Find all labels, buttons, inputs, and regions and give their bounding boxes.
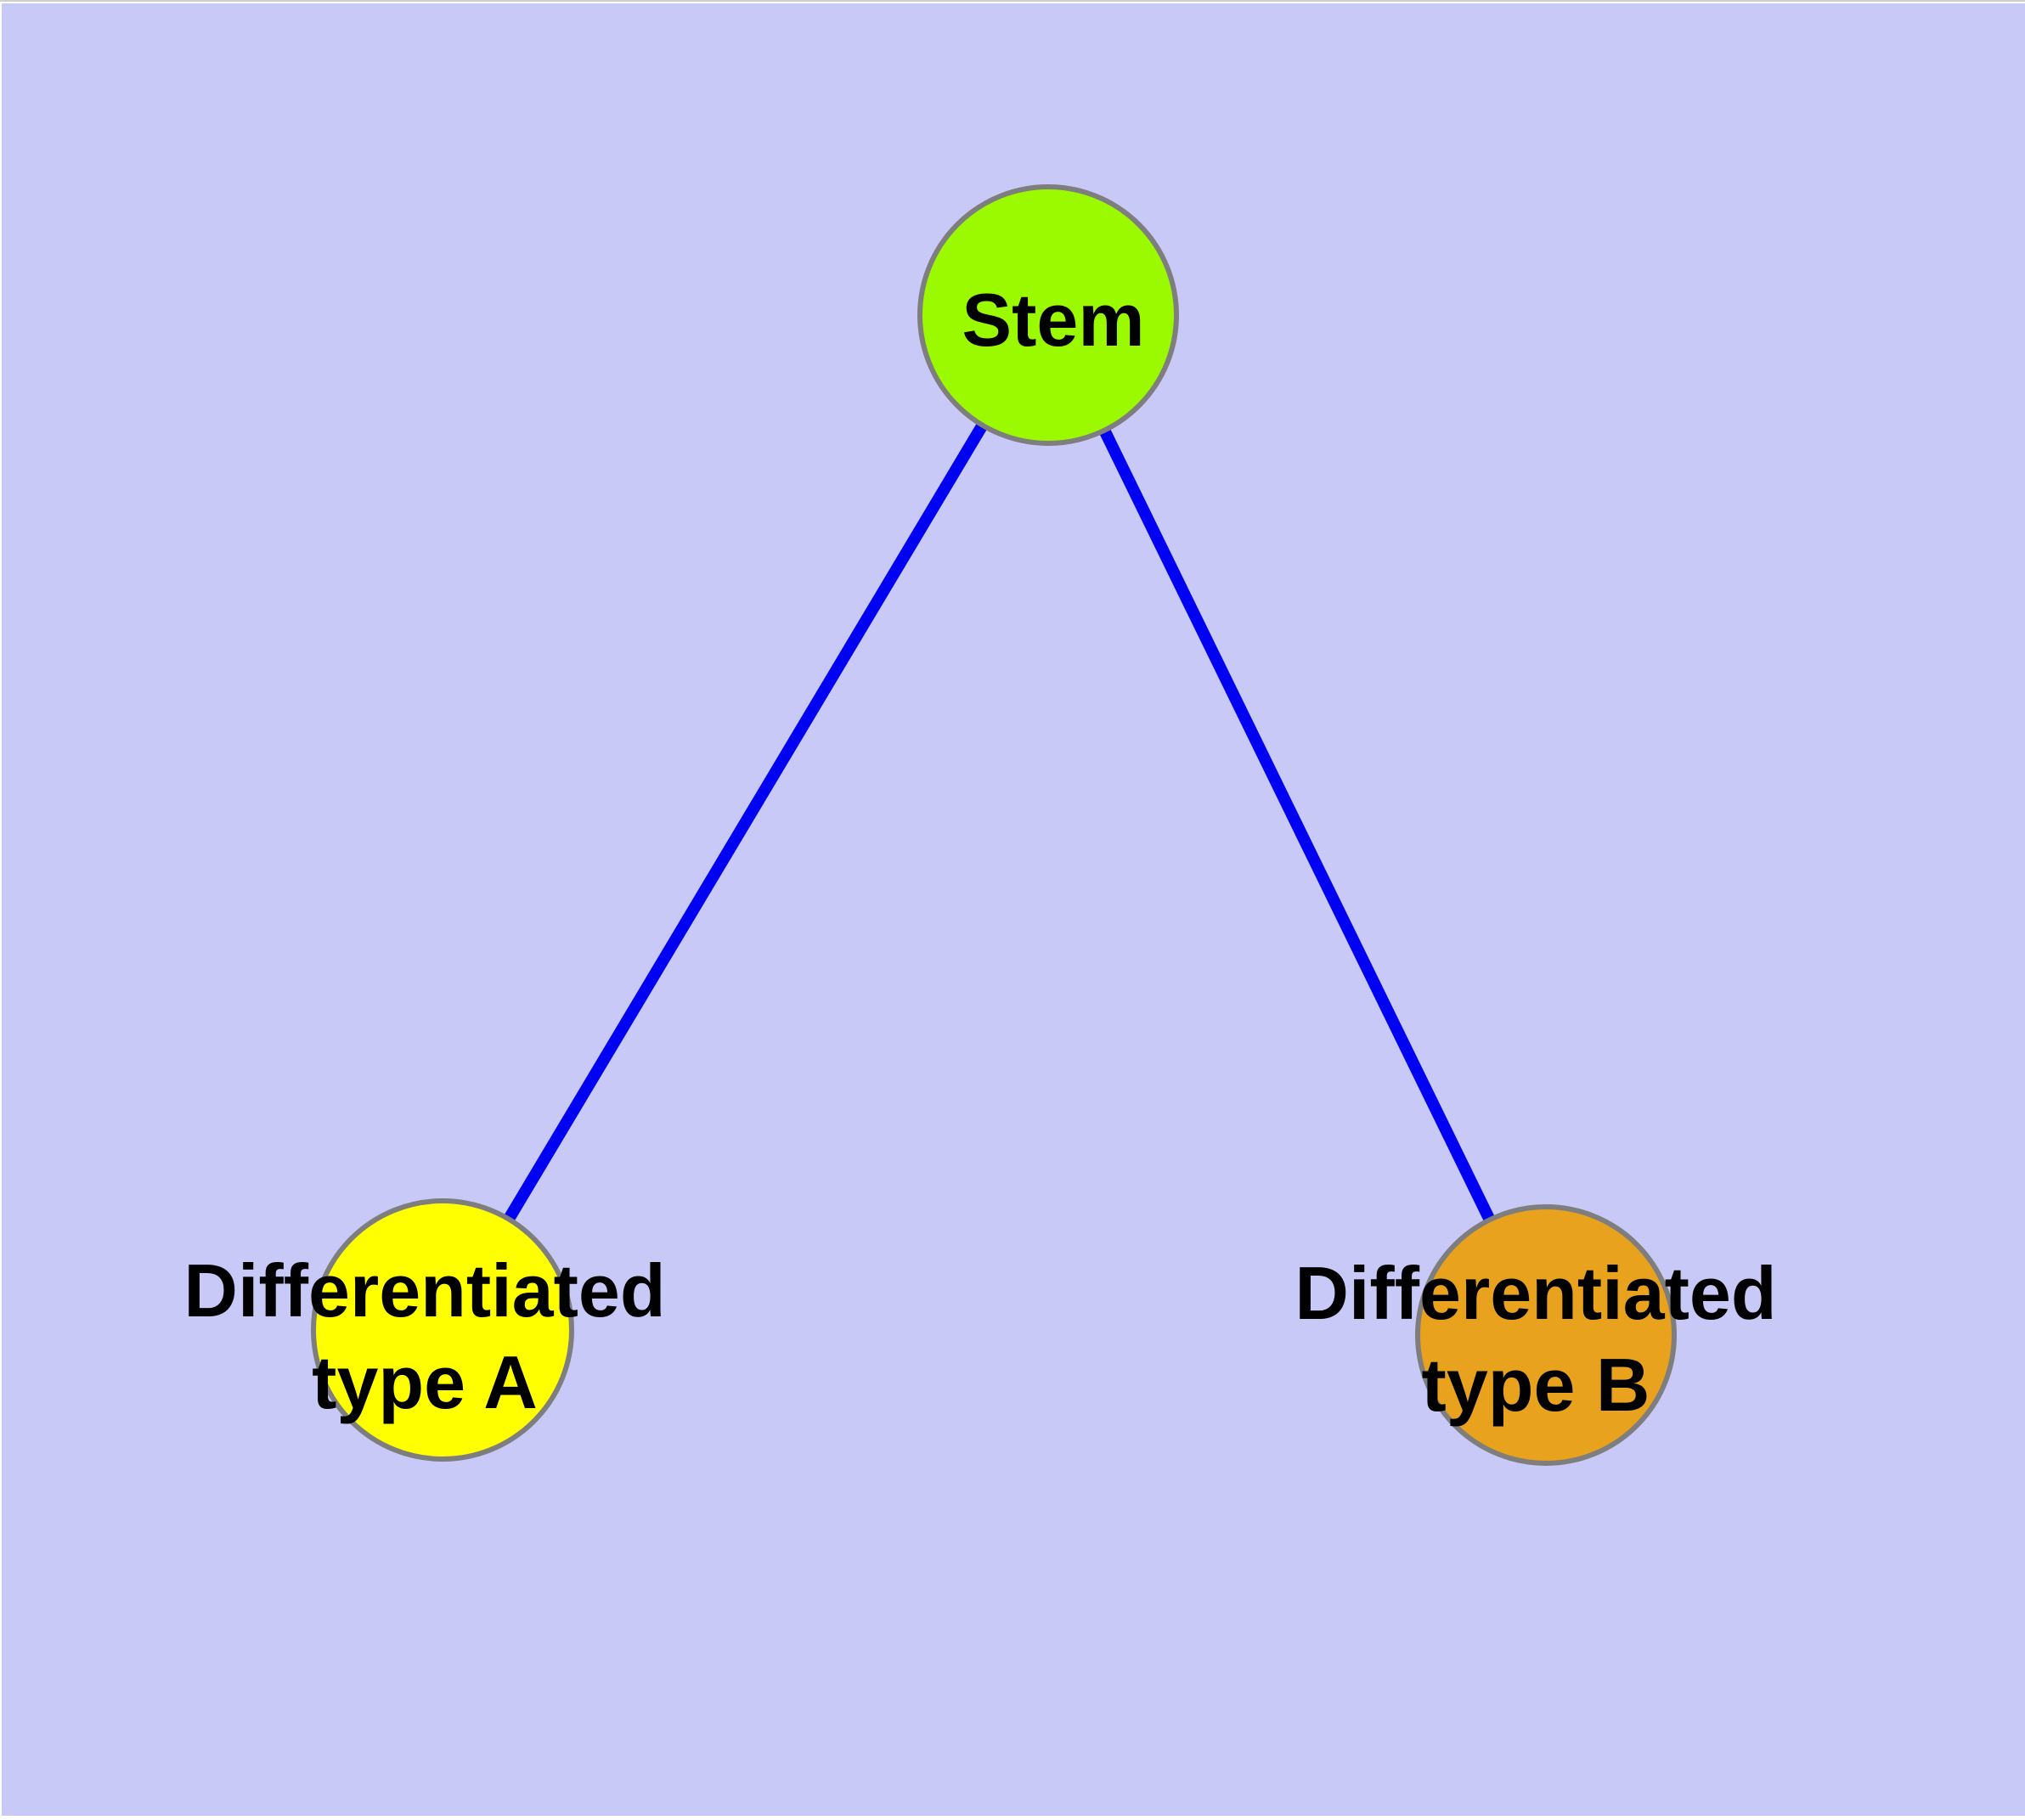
node-differentiated-type-b-label-line1: Differentiated (1295, 1251, 1776, 1335)
node-stem: Stem (917, 184, 1179, 446)
node-differentiated-type-a-label-line1: Differentiated (183, 1248, 665, 1333)
edge-stem-to-type-a (437, 312, 1054, 1333)
node-stem-circle (917, 184, 1179, 446)
top-hairline (0, 0, 2025, 2)
node-differentiated-type-a-label-line2: type A (312, 1340, 538, 1424)
node-differentiated-type-a: Differentiated type A (183, 1198, 666, 1462)
node-differentiated-type-b-label-line2: type B (1422, 1343, 1650, 1427)
node-differentiated-type-b-circle (1415, 1204, 1677, 1466)
node-differentiated-type-a-circle (311, 1198, 574, 1462)
edge-stem-to-type-b (1042, 312, 1552, 1338)
node-stem-label: Stem (962, 278, 1144, 362)
node-differentiated-type-b: Differentiated type B (1295, 1204, 1777, 1466)
